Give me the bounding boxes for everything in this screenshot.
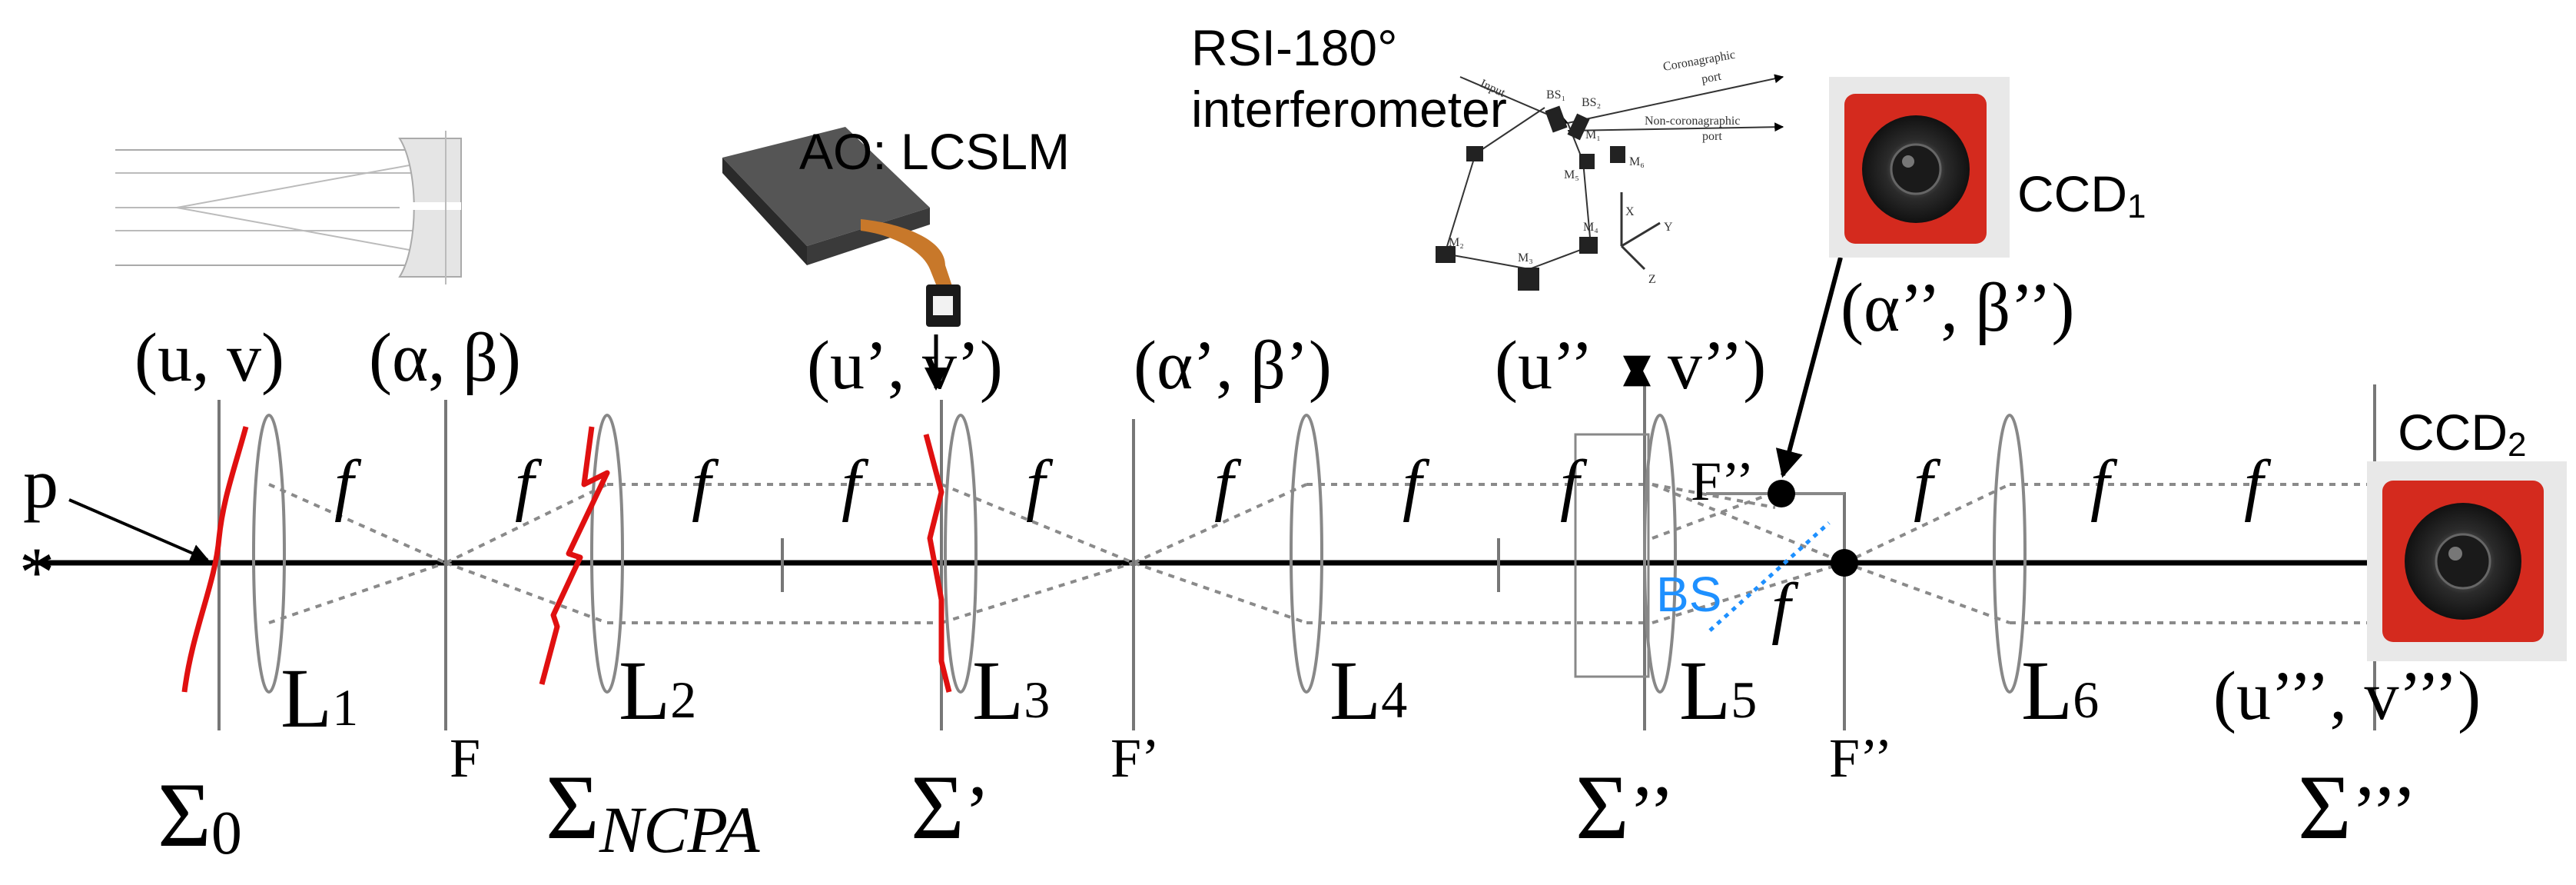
svg-text:L3: L3 (972, 644, 1050, 737)
p-arrow (68, 498, 210, 562)
inset-m3-label: M₃ (1518, 251, 1533, 265)
telescope-inset (115, 131, 462, 284)
inset-port-label: port (1701, 70, 1723, 86)
inset-noncoronagraphic-label: Non-coronagraphic (1645, 115, 1740, 128)
svg-text:f: f (1403, 447, 1430, 523)
coord-uv-label: (u, v) (134, 320, 284, 396)
ccd1-arrow (1775, 257, 1843, 478)
inset-bs2-label: BS₂ (1582, 96, 1601, 109)
rsi-label-line1: RSI-180° (1191, 19, 1398, 76)
coord-alpha-beta-double-label: (α’’, β’’) (1841, 270, 2074, 346)
coord-uv-prime-label: (u’, v’) (807, 328, 1003, 404)
svg-text:f: f (1560, 447, 1588, 523)
sigma-prime-label: Σ’ (911, 756, 990, 858)
axis-point-F-double (1831, 549, 1858, 577)
svg-text:f: f (842, 447, 869, 523)
inset-bs1-label: BS₁ (1546, 88, 1565, 101)
inset-coronagraphic-label: Coronagraphic (1662, 48, 1737, 74)
inset-axis-x: X (1625, 205, 1635, 218)
inset-m1-label: M₁ (1585, 128, 1601, 141)
svg-text:f: f (1771, 570, 1799, 646)
inset-port2-label: port (1702, 130, 1722, 143)
ao-lcslm-label: AO: LCSLM (799, 123, 1070, 180)
lens-labels: L1 L2 L3 L4 L5 L6 (281, 644, 2099, 745)
beamsplitter-label: BS (1656, 567, 1721, 622)
ccd2-camera-icon (2367, 461, 2567, 661)
lens-L1 (252, 414, 286, 694)
rsi-inset (1436, 74, 1784, 291)
plane-F-prime-label: F’ (1110, 727, 1160, 789)
lens-L3 (944, 414, 978, 694)
svg-text:f: f (1214, 447, 1242, 523)
svg-text:f: f (692, 447, 719, 523)
sigma-triple-label: Σ’’’ (2298, 756, 2417, 858)
lens-L6 (1993, 414, 2027, 694)
interferometer-box (1574, 433, 1650, 678)
wavefront-sigma-prime (923, 434, 952, 693)
lens-L4 (1290, 414, 1323, 694)
svg-text:f: f (334, 447, 362, 523)
sigma-ncpa-label: ΣNCPA (546, 756, 760, 867)
lens-L5 (1643, 414, 1677, 694)
sigma-double-label: Σ’’ (1575, 756, 1675, 858)
wavefronts (181, 426, 952, 693)
inset-axis-z: Z (1648, 273, 1656, 286)
source-star-label: * (19, 533, 55, 611)
svg-text:f: f (1026, 447, 1054, 523)
lens-L2 (590, 414, 624, 694)
sigma0-label: Σ0 (158, 764, 242, 867)
wavefront-ncpa (539, 426, 610, 685)
beam-envelope (268, 483, 2375, 624)
ccd1-label: CCD1 (2017, 165, 2146, 225)
coord-alpha-beta-prime-label: (α’, β’) (1134, 328, 1332, 404)
svg-text:f: f (2244, 447, 2272, 523)
svg-text:L1: L1 (281, 651, 358, 745)
ccd2-label: CCD2 (2398, 404, 2526, 464)
point-F-double-label: F’’ (1691, 451, 1754, 512)
rsi-label-line2: interferometer (1191, 81, 1507, 138)
coord-uv-triple-label: (u’’’, v’’’) (2213, 658, 2481, 734)
coord-alpha-beta-label: (α, β) (369, 320, 521, 396)
svg-text:L2: L2 (619, 644, 696, 737)
svg-text:L5: L5 (1679, 644, 1757, 737)
lcslm-device-icon (722, 127, 961, 327)
inset-m5-label: M₅ (1564, 168, 1579, 181)
inset-m4-label: M₄ (1583, 221, 1598, 234)
coord-uv-double-u-label: (u’’ (1495, 328, 1593, 404)
lenses (252, 414, 2027, 694)
svg-text:f: f (1914, 447, 1941, 523)
coord-uv-double-v-label: v’’) (1668, 328, 1766, 404)
plane-F-label: F (450, 727, 480, 789)
ccd1-camera-icon (1829, 77, 2010, 258)
inset-m6-label: M₆ (1629, 155, 1645, 168)
inset-m2-label: M₂ (1449, 236, 1464, 249)
plane-F-double-label: F’’ (1829, 727, 1893, 789)
focal-point-F-double (1768, 480, 1795, 507)
beamsplitter-line (1708, 521, 1831, 632)
source-p-label: p (23, 444, 58, 523)
svg-text:L4: L4 (1329, 644, 1407, 737)
svg-text:L6: L6 (2021, 644, 2099, 737)
focal-length-labels: f f f f f f f f f f f f (334, 447, 2272, 646)
wavefront-sigma0 (181, 426, 249, 693)
svg-text:f: f (515, 447, 543, 523)
inset-axis-y: Y (1664, 221, 1673, 234)
